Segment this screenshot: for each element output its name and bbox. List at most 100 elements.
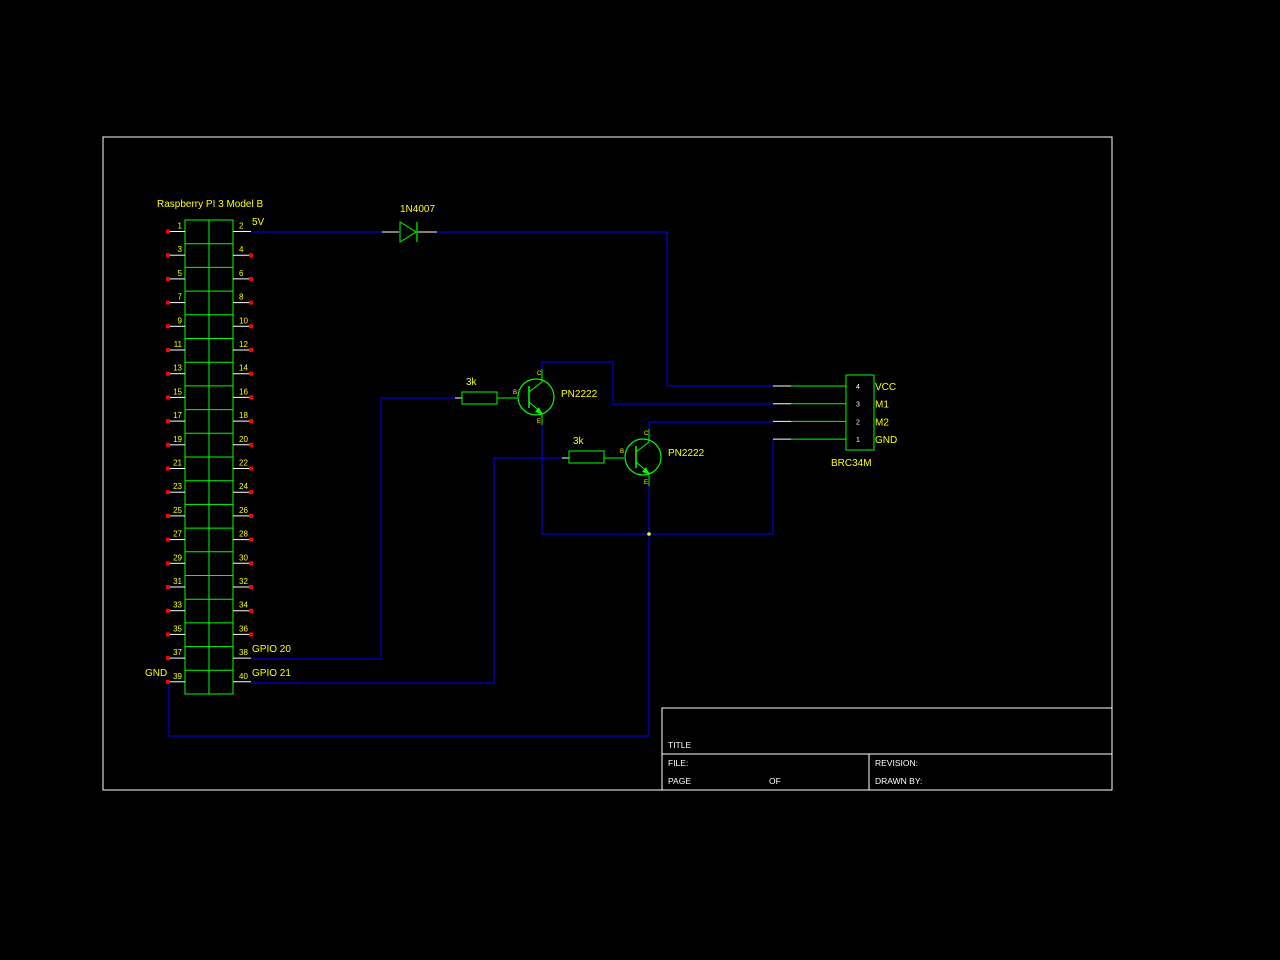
wire-q1-emitter-gnd xyxy=(541,425,774,535)
resistor-r1-label: 3k xyxy=(466,377,478,388)
resistor-r1 xyxy=(461,391,498,405)
header-pin-dot xyxy=(166,324,170,329)
header-pin-dot xyxy=(166,679,170,684)
header-pin-number: 9 xyxy=(178,316,183,325)
diode-label: 1N4007 xyxy=(400,204,435,215)
header-pin-dot xyxy=(249,395,253,400)
q1-pin-e: E xyxy=(537,419,541,425)
header-pin-number: 5 xyxy=(178,269,183,278)
header-pin-dot xyxy=(249,466,253,471)
connector-pin-number: 2 xyxy=(856,419,860,426)
title-block-title: TITLE xyxy=(668,740,691,750)
header-pin-dot xyxy=(249,276,253,281)
header-pin-number: 6 xyxy=(239,269,244,278)
q2-pin-e: E xyxy=(644,480,648,486)
header-pin-dot xyxy=(166,632,170,637)
header-pin-number: 20 xyxy=(239,435,248,444)
header-pin-number: 28 xyxy=(239,530,248,539)
wire-q2-collector-m2 xyxy=(648,421,773,429)
wire-q1-collector-m1 xyxy=(541,361,773,405)
q2-pin-c: C xyxy=(644,431,649,437)
header-pin-dot xyxy=(166,300,170,305)
header-body xyxy=(184,219,234,695)
header-pin-dot xyxy=(249,371,253,376)
title-block-revision: REVISION: xyxy=(875,758,918,768)
header-pin-number: 13 xyxy=(173,364,182,373)
title-block-drawn-by: DRAWN BY: xyxy=(875,776,922,786)
header-pin-number: 2 xyxy=(239,222,244,231)
header-pin-dot xyxy=(166,585,170,589)
connector-body xyxy=(845,374,875,451)
title-block-file: FILE: xyxy=(668,758,688,768)
header-pin-dot xyxy=(166,490,170,495)
q2-label: PN2222 xyxy=(668,448,705,459)
header-pin-number: 32 xyxy=(239,577,248,586)
header-pin-dot xyxy=(166,348,170,352)
net-label-gpio21: GPIO 21 xyxy=(252,668,291,679)
header-pin-number: 39 xyxy=(173,672,182,681)
sheet-frame xyxy=(102,136,1113,791)
header-pin-dot xyxy=(166,466,170,471)
connector-pin-number: 3 xyxy=(856,402,860,409)
header-pin-number: 10 xyxy=(239,316,248,325)
header-pin-dot xyxy=(166,371,170,376)
header-pin-dot xyxy=(166,229,170,234)
header-pin-number: 8 xyxy=(239,293,244,302)
header-pin-number: 16 xyxy=(239,387,248,396)
header-pin-dot xyxy=(249,490,253,495)
diode-symbol xyxy=(399,221,417,243)
header-pin-number: 35 xyxy=(173,624,182,633)
header-pin-dot xyxy=(166,442,170,447)
header-pin-dot xyxy=(166,513,170,518)
header-pin-number: 22 xyxy=(239,459,248,468)
header-pin-number: 15 xyxy=(173,387,182,396)
header-pin-number: 25 xyxy=(173,506,182,515)
header-pin-dot xyxy=(249,324,253,329)
header-pin-dot xyxy=(249,253,253,258)
q1-pin-b: B xyxy=(513,390,517,396)
connector-pin-number: 1 xyxy=(856,437,860,444)
title-block-of: OF xyxy=(769,776,781,786)
wire-q2-emitter-gnd xyxy=(168,486,650,737)
header-pin-number: 27 xyxy=(173,530,182,539)
header-pin-dot xyxy=(166,395,170,400)
header-pin-number: 29 xyxy=(173,553,182,562)
connector-pin-label: GND xyxy=(875,435,897,446)
header-pin-number: 36 xyxy=(239,624,248,633)
header-pin-number: 24 xyxy=(239,482,248,491)
header-pin-dot xyxy=(249,608,253,613)
header-name: Raspberry PI 3 Model B xyxy=(157,199,263,210)
header-pin-number: 31 xyxy=(173,577,182,586)
header-pin-dot xyxy=(249,442,253,447)
connector-pin-label: VCC xyxy=(875,382,896,393)
net-label-gpio20: GPIO 20 xyxy=(252,644,291,655)
header-pin-number: 4 xyxy=(239,245,244,254)
header-pin-number: 34 xyxy=(239,601,248,610)
header-pin-dot xyxy=(249,585,253,589)
header-pin-dot xyxy=(166,276,170,281)
header-pin-dot xyxy=(166,561,170,566)
header-pin-number: 1 xyxy=(178,222,183,231)
header-pin-dot xyxy=(166,656,170,661)
header-pin-dot xyxy=(249,561,253,566)
header-pin-number: 26 xyxy=(239,506,248,515)
q2-pin-b: B xyxy=(620,449,624,455)
header-pin-number: 33 xyxy=(173,601,182,610)
title-block-page: PAGE xyxy=(668,776,691,786)
resistor-r2-label: 3k xyxy=(573,436,585,447)
header-pin-dot xyxy=(166,253,170,258)
connector-pin-label: M1 xyxy=(875,400,889,411)
header-pin-number: 38 xyxy=(239,648,248,657)
q1-pin-c: C xyxy=(537,371,542,377)
header-pin-dot xyxy=(249,348,253,352)
header-pin-dot xyxy=(249,632,253,637)
connector-label: BRC34M xyxy=(831,458,872,469)
transistor-q2: 3k C B E PN2222 xyxy=(562,429,705,486)
header-pin-dot xyxy=(249,300,253,305)
header-pin-dot xyxy=(166,608,170,613)
header-pin-number: 21 xyxy=(173,459,182,468)
header-pin-number: 7 xyxy=(178,293,183,302)
header-pin-number: 17 xyxy=(173,411,182,420)
